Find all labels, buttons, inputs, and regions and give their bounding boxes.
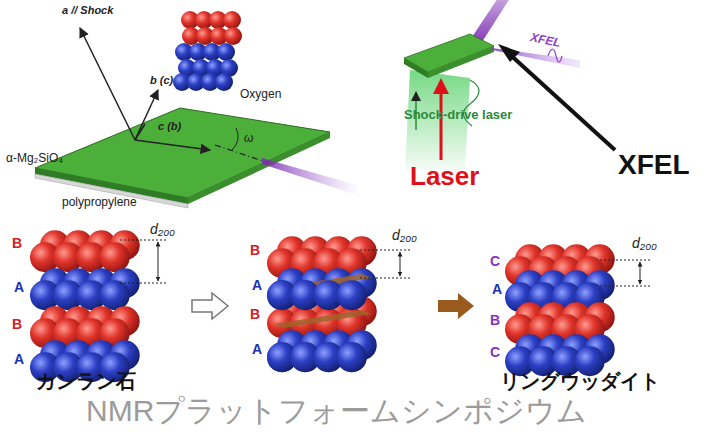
sample-label: α-Mg₂SiO₄ — [6, 152, 63, 165]
laser-label: Laser — [410, 162, 479, 191]
atom-label: Oxygen — [240, 88, 281, 101]
axis-label: b (c) — [150, 74, 173, 86]
spacing-label: d₂₀₀ — [150, 222, 175, 237]
laser-label: Shock-drive laser — [404, 108, 512, 122]
atom-sphere — [100, 280, 130, 310]
beam-label: XFEL — [618, 150, 690, 181]
layer-label: A — [252, 278, 262, 293]
atom-sphere — [217, 43, 235, 61]
layer-label: B — [12, 317, 22, 332]
substrate-label: polypropylene — [62, 196, 137, 209]
atom-sphere — [337, 280, 367, 310]
atom-sphere — [100, 242, 130, 272]
layer-label: A — [14, 280, 24, 295]
layer-label: B — [250, 307, 260, 322]
mineral-name: カンラン石 — [36, 370, 136, 392]
beam-label: XFEL — [529, 31, 562, 50]
layer-label: B — [12, 236, 22, 251]
angle-label: ω — [244, 132, 253, 145]
atom-sphere — [337, 342, 367, 372]
atom-sphere — [337, 280, 367, 310]
layer-label: A — [252, 342, 262, 357]
layer-label: B — [250, 243, 260, 258]
layer-label: B — [490, 313, 500, 328]
mineral-name: リングウッダイト — [500, 370, 660, 392]
atom-sphere — [215, 73, 233, 91]
atom-sphere — [224, 27, 242, 45]
layer-label: A — [14, 352, 24, 367]
spacing-label: d₂₀₀ — [632, 236, 657, 251]
shear-plane — [274, 310, 372, 328]
atom-sphere — [223, 11, 241, 29]
layer-label: C — [490, 345, 500, 360]
spacing-label: d₂₀₀ — [392, 228, 417, 243]
layer-label: A — [492, 282, 502, 297]
axis-label: a // Shock — [62, 4, 113, 16]
layer-label: C — [490, 254, 500, 269]
atom-sphere — [337, 342, 367, 372]
watermark: NMRプラットフォームシンポジウム — [86, 394, 587, 427]
axis-label: c (b) — [158, 120, 181, 132]
